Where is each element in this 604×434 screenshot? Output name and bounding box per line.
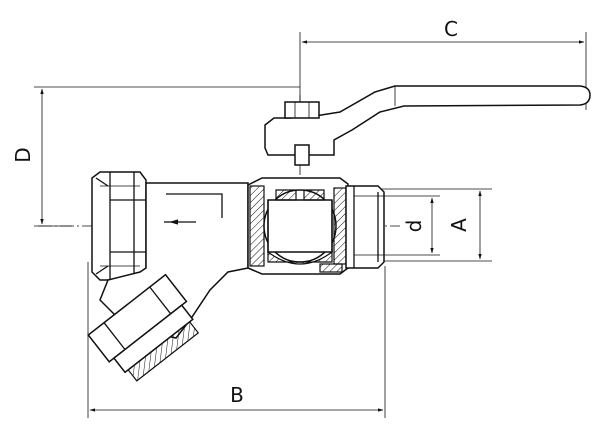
dimension-b-label: B [230,383,244,407]
dimension-d-small: d [384,195,440,256]
dimension-c-label: C [444,17,458,41]
valve-body [247,177,349,275]
dimension-a-label: A [447,218,471,232]
dimension-a: A [350,188,492,262]
dimension-b: B [87,262,386,418]
dimension-d-label: D [11,147,35,162]
right-connector [345,185,385,269]
left-connector [91,171,147,281]
dimension-d-small-label: d [402,220,426,233]
lever-handle [264,85,591,166]
dimension-d: D [11,86,300,227]
filter-cap [87,273,200,382]
